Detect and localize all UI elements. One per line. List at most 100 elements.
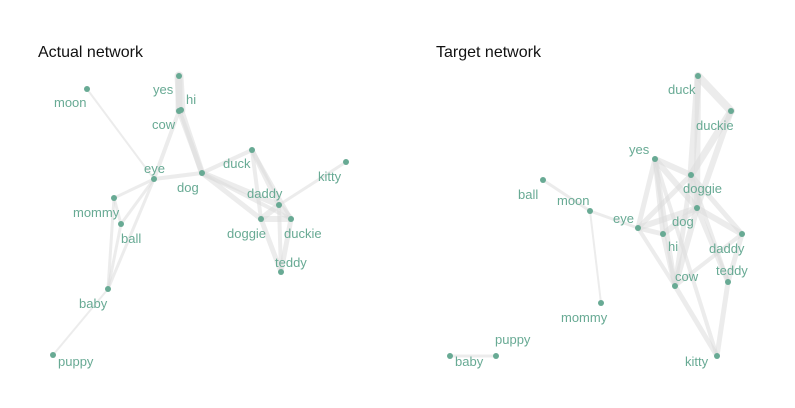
- node-duckie: [728, 108, 734, 114]
- edge-cow-dog: [176, 108, 205, 176]
- edge-yes-eye: [635, 156, 658, 231]
- node-label-baby: baby: [455, 354, 484, 369]
- node-label-hi: hi: [668, 239, 678, 254]
- node-label-doggie: doggie: [683, 181, 722, 196]
- node-hi: [660, 231, 666, 237]
- node-eye: [635, 225, 641, 231]
- edge-doggie-eye: [635, 172, 694, 231]
- node-label-kitty: kitty: [318, 169, 342, 184]
- edge-teddy-kitty: [714, 279, 731, 359]
- node-cow: [672, 283, 678, 289]
- edge-daddy-teddy: [277, 203, 283, 274]
- edge-eye-mommy: [112, 177, 156, 200]
- node-label-yes: yes: [153, 82, 174, 97]
- node-label-mommy: mommy: [561, 310, 608, 325]
- node-duckie: [288, 216, 294, 222]
- edge-eye-baby: [106, 177, 156, 291]
- node-label-eye: eye: [144, 161, 165, 176]
- edge-duck-duckie: [694, 72, 735, 115]
- edge-mommy-baby: [106, 196, 116, 291]
- node-label-duckie: duckie: [284, 226, 322, 241]
- node-label-eye: eye: [613, 211, 634, 226]
- edges: [448, 72, 745, 359]
- edge-ball-baby: [106, 222, 123, 291]
- edge-eye-cow: [636, 226, 677, 288]
- node-label-dog: dog: [672, 214, 694, 229]
- node-kitty: [343, 159, 349, 165]
- node-yes: [652, 156, 658, 162]
- edge-cow-eye: [152, 109, 181, 181]
- node-ball: [118, 221, 124, 227]
- node-mommy: [598, 300, 604, 306]
- edge-dog-teddy: [694, 205, 731, 285]
- edge-dog-doggie: [199, 170, 264, 222]
- node-doggie: [258, 216, 264, 222]
- node-label-cow: cow: [675, 269, 699, 284]
- edge-doggie-teddy: [258, 216, 284, 275]
- node-ball: [540, 177, 546, 183]
- node-label-duck: duck: [223, 156, 251, 171]
- edge-moon-mommy: [589, 210, 602, 304]
- node-puppy: [493, 353, 499, 359]
- node-baby: [447, 353, 453, 359]
- edge-daddy-teddy: [725, 231, 745, 285]
- node-dog: [694, 205, 700, 211]
- edge-dog-eye: [635, 205, 700, 231]
- node-doggie: [688, 172, 694, 178]
- node-label-teddy: teddy: [275, 255, 307, 270]
- node-label-moon: moon: [557, 193, 590, 208]
- node-label-baby: baby: [79, 296, 108, 311]
- node-duck: [695, 73, 701, 79]
- node-yes: [176, 73, 182, 79]
- edge-duck-dog: [694, 73, 701, 211]
- node-moon: [84, 86, 90, 92]
- node-label-dog: dog: [177, 180, 199, 195]
- edge-yes-dog: [652, 156, 700, 211]
- node-label-puppy: puppy: [495, 332, 531, 347]
- edge-baby-puppy: [52, 288, 109, 356]
- node-label-mommy: mommy: [73, 205, 120, 220]
- node-label-ball: ball: [518, 187, 538, 202]
- node-moon: [587, 208, 593, 214]
- node-label-ball: ball: [121, 231, 141, 246]
- node-daddy: [276, 202, 282, 208]
- edge-daddy-kitty: [277, 160, 348, 207]
- node-eye: [151, 176, 157, 182]
- edges: [52, 71, 348, 356]
- node-label-puppy: puppy: [58, 354, 94, 369]
- panel-title: Actual network: [38, 44, 143, 61]
- edge-doggie-daddy: [688, 172, 745, 237]
- nodes: [447, 73, 745, 359]
- edge-eye-dog: [152, 171, 204, 181]
- edge-eye-hi: [635, 225, 666, 237]
- edge-dog-duck: [200, 148, 254, 175]
- edge-moon-eye: [86, 88, 155, 180]
- node-labels: moonyeshicoweyedogduckkittymommyballdadd…: [54, 82, 342, 369]
- edge-cow-kitty: [672, 283, 720, 359]
- node-label-hi: hi: [186, 92, 196, 107]
- edge-hi-cow: [660, 231, 678, 289]
- node-label-teddy: teddy: [716, 263, 748, 278]
- node-label-moon: moon: [54, 95, 87, 110]
- node-teddy: [278, 269, 284, 275]
- edge-dog-cow: [672, 205, 700, 289]
- node-label-daddy: daddy: [709, 241, 745, 256]
- node-label-doggie: doggie: [227, 226, 266, 241]
- node-cow: [176, 108, 182, 114]
- node-teddy: [725, 279, 731, 285]
- edge-moon-eye: [588, 209, 640, 230]
- node-daddy: [739, 231, 745, 237]
- edge-duck-doggie: [250, 148, 263, 221]
- edge-cow-daddy: [673, 232, 744, 288]
- node-kitty: [714, 353, 720, 359]
- node-label-yes: yes: [629, 142, 650, 157]
- edge-ball-moon: [541, 178, 592, 213]
- panel-title: Target network: [436, 44, 541, 61]
- node-mommy: [111, 195, 117, 201]
- node-label-kitty: kitty: [685, 354, 709, 369]
- edge-dog-daddy: [694, 205, 745, 237]
- network-graph: moonyeshicoweyedogduckkittymommyballdadd…: [50, 71, 349, 369]
- node-baby: [105, 286, 111, 292]
